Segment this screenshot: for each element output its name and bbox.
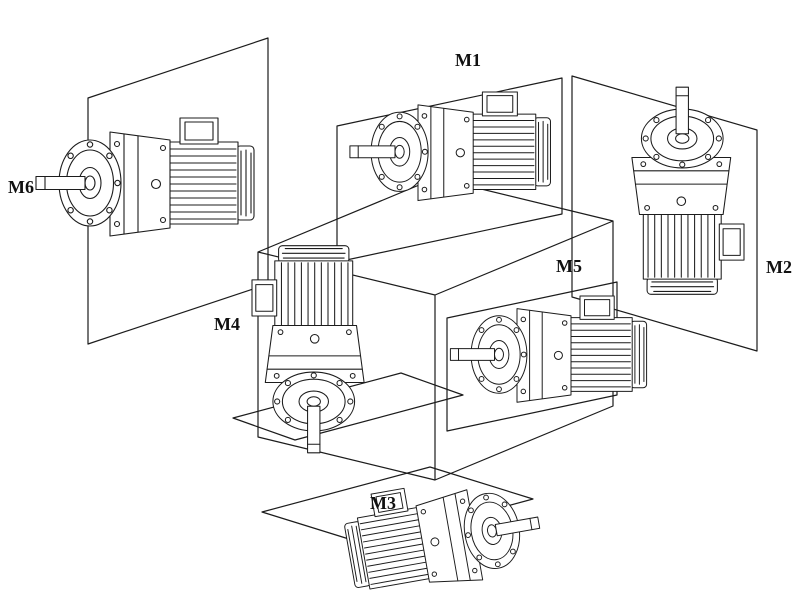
label-m1: M1 bbox=[455, 50, 481, 70]
gearmotors bbox=[35, 86, 745, 603]
mounting-plane-m5 bbox=[446, 281, 618, 432]
gearmotor-m2 bbox=[631, 86, 745, 295]
label-m6: M6 bbox=[8, 177, 34, 197]
gearmotor-m4 bbox=[251, 245, 365, 454]
label-m4: M4 bbox=[214, 314, 240, 334]
mounting-plane-m3 bbox=[261, 466, 534, 545]
gearmotor-m6 bbox=[35, 117, 255, 237]
gearmotor-m3 bbox=[339, 465, 548, 603]
position-labels: M1 M2 M3 M4 M5 M6 bbox=[8, 50, 792, 513]
label-m3: M3 bbox=[370, 493, 396, 513]
label-m5: M5 bbox=[556, 256, 582, 276]
gearmotor-m1 bbox=[349, 91, 551, 202]
label-m2: M2 bbox=[766, 257, 792, 277]
